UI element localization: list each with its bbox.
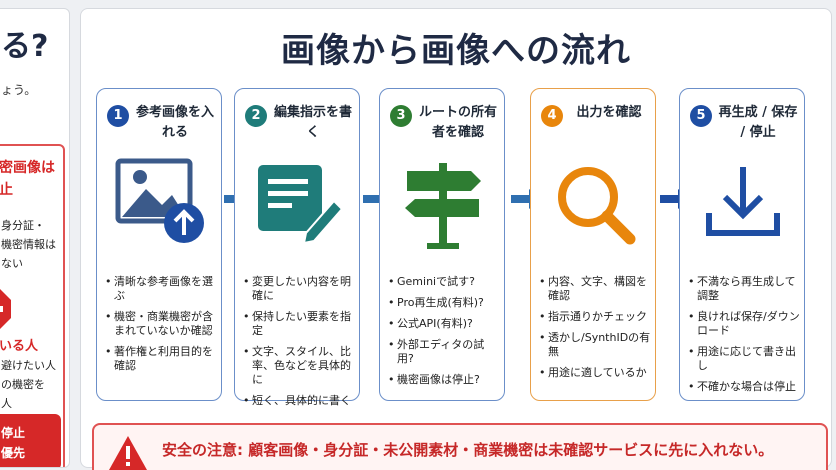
edit-document-icon — [258, 165, 344, 245]
warning-triangle-icon — [109, 436, 147, 470]
step-3-item: 外部エディタの試用? — [388, 338, 500, 366]
step-2-card: 2 編集指示を書く 変更したい内容を明確に 保持したい要素を指定 文字、スタイル… — [234, 88, 360, 408]
step-5-number: 5 — [690, 105, 712, 127]
step-4-card: 4 出力を確認 内容、文字、構図を確認 指示通りかチェック 透かし/SynthI… — [530, 88, 656, 401]
step-5-card: 5 再生成 / 保存 / 停止 不満なら再生成して調整 良ければ保存/ダウンロー… — [679, 88, 805, 401]
step-1-item: 清晰な参考画像を選ぶ — [105, 275, 217, 303]
left-line-5: の機密を — [1, 378, 45, 391]
step-5-item: 用途に応じて書き出し — [688, 345, 800, 373]
left-line-3: ない — [1, 257, 23, 270]
left-stop-button: 停止 優先 — [0, 414, 61, 467]
left-line-2: 機密情報は — [1, 238, 56, 251]
step-4-item: 指示通りかチェック — [539, 310, 651, 324]
step-3-card: 3 ルートの所有者を確認 Geminiで試す? Pro再生成(有料)? 公式AP… — [379, 88, 505, 401]
left-red-heading-1: 密画像は — [0, 160, 55, 176]
left-panel: る? ょう。 密画像は 止 身分証・ 機密情報は ない いる人 避けたい人 の機… — [0, 8, 70, 468]
left-subtext: ょう。 — [1, 83, 37, 97]
left-red-heading-2: 止 — [0, 182, 13, 198]
download-icon — [706, 167, 780, 236]
step-1-title: 参考画像を入れる — [135, 105, 214, 140]
stop-sign-icon — [0, 289, 11, 329]
step-3-number: 3 — [390, 105, 412, 127]
safety-warning-banner: 安全の注意: 顧客画像・身分証・未公開素材・商業機密は未確認サービスに先に入れな… — [92, 423, 828, 470]
step-3-item: 公式API(有料)? — [388, 317, 500, 331]
step-4-number: 4 — [541, 105, 563, 127]
left-line-4: 避けたい人 — [1, 359, 56, 372]
step-2-item: 文字、スタイル、比率、色などを具体的に — [243, 345, 355, 387]
step-3-item: Pro再生成(有料)? — [388, 296, 500, 310]
safety-warning-text: 安全の注意: 顧客画像・身分証・未公開素材・商業機密は未確認サービスに先に入れな… — [162, 441, 774, 459]
step-2-title: 編集指示を書く — [273, 105, 352, 140]
step-4-item: 透かし/SynthIDの有無 — [539, 331, 651, 359]
step-2-item: 短く、具体的に書く — [243, 394, 355, 408]
step-3-title: ルートの所有者を確認 — [418, 105, 497, 140]
step-5-title: 再生成 / 保存 / 停止 — [718, 105, 798, 140]
left-line-6: 人 — [1, 397, 12, 410]
step-1-item: 機密・商業機密が含まれていないか確認 — [105, 310, 217, 338]
left-red-line: いる人 — [0, 339, 39, 354]
step-2-item: 保持したい要素を指定 — [243, 310, 355, 338]
step-5-item: 不満なら再生成して調整 — [688, 275, 800, 303]
step-2-number: 2 — [245, 105, 267, 127]
step-5-item: 良ければ保存/ダウンロード — [688, 310, 800, 338]
step-3-item: Geminiで試す? — [388, 275, 500, 289]
step-4-title: 出力を確認 — [576, 105, 642, 120]
signpost-icon — [405, 163, 481, 249]
left-button-line-1: 停止 — [1, 426, 26, 440]
step-5-item: 不確かな場合は停止 — [688, 380, 800, 394]
left-heading: る? — [1, 29, 49, 64]
step-2-item: 変更したい内容を明確に — [243, 275, 355, 303]
step-3-item: 機密画像は停止? — [388, 373, 500, 387]
step-1-number: 1 — [107, 105, 129, 127]
page-title: 画像から画像への流れ — [281, 31, 631, 71]
left-button-line-2: 優先 — [1, 446, 26, 460]
step-1-item: 著作権と利用目的を確認 — [105, 345, 217, 373]
magnifier-icon — [558, 167, 636, 245]
step-4-item: 用途に適しているか — [539, 366, 651, 380]
main-panel: 画像から画像への流れ 1 参考画像を入れる 清晰な参考画像を選ぶ 機密・商業機密… — [80, 8, 832, 468]
step-1-card: 1 参考画像を入れる 清晰な参考画像を選ぶ 機密・商業機密が含まれていないか確認… — [96, 88, 222, 401]
step-4-item: 内容、文字、構図を確認 — [539, 275, 651, 303]
left-line-1: 身分証・ — [1, 219, 45, 232]
image-upload-icon — [115, 158, 204, 243]
